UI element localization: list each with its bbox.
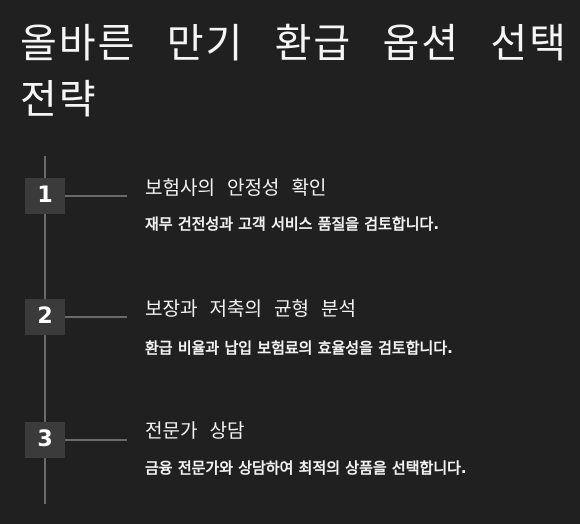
step-connector bbox=[65, 439, 127, 441]
step-number-badge: 2 bbox=[25, 299, 65, 335]
page-title: 올바른 만기 환급 옵션 선택 전략 bbox=[20, 21, 568, 123]
timeline-step-3: 3 전문가 상담 금융 전문가와 상담하여 최적의 상품을 선택합니다. bbox=[0, 410, 580, 500]
step-description: 금융 전문가와 상담하여 최적의 상품을 선택합니다. bbox=[145, 459, 467, 477]
step-number-badge: 3 bbox=[25, 422, 65, 458]
step-description: 재무 건전성과 고객 서비스 품질을 검토합니다. bbox=[145, 215, 440, 233]
step-connector bbox=[65, 195, 127, 197]
step-title: 전문가 상담 bbox=[145, 420, 245, 442]
step-title: 보장과 저축의 균형 분석 bbox=[145, 298, 356, 320]
step-connector bbox=[65, 316, 127, 318]
step-description: 환급 비율과 납입 보험료의 효율성을 검토합니다. bbox=[145, 339, 453, 357]
timeline-step-2: 2 보장과 저축의 균형 분석 환급 비율과 납입 보험료의 효율성을 검토합니… bbox=[0, 290, 580, 380]
step-number-badge: 1 bbox=[25, 178, 65, 214]
step-title: 보험사의 안정성 확인 bbox=[145, 177, 327, 199]
timeline-step-1: 1 보험사의 안정성 확인 재무 건전성과 고객 서비스 품질을 검토합니다. bbox=[0, 170, 580, 260]
